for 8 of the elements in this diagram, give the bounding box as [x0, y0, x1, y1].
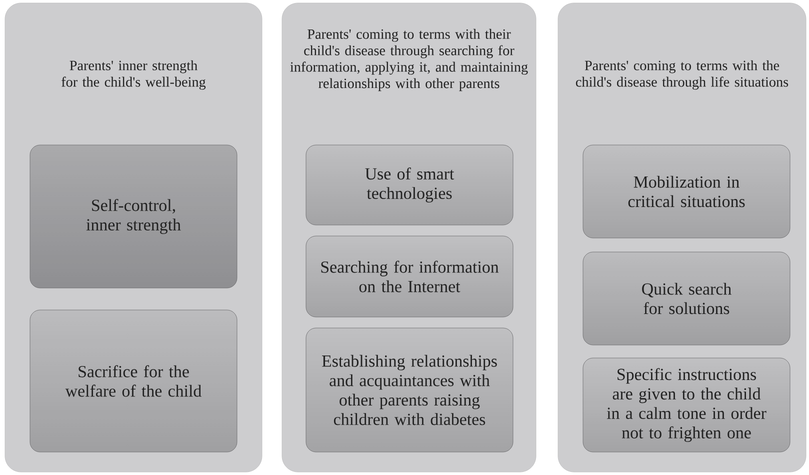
subtheme-box: Establishing relationships and acquaintances with other parents raising children with diabetes: [306, 328, 514, 452]
subtheme-box: Specific instructions are given to the child in a calm tone in order not to frighten one: [582, 358, 790, 452]
subtheme-box: Quick search for solutions: [582, 252, 790, 346]
subtheme-box: Use of smart technologies: [306, 144, 514, 226]
subtheme-box: Self-control, inner strength: [30, 144, 238, 288]
subtheme-box: Searching for information on the Internet: [306, 236, 514, 318]
subtheme-box: Sacrifice for the welfare of the child: [30, 310, 238, 452]
subtheme-box: Mobilization in critical situations: [582, 144, 790, 238]
